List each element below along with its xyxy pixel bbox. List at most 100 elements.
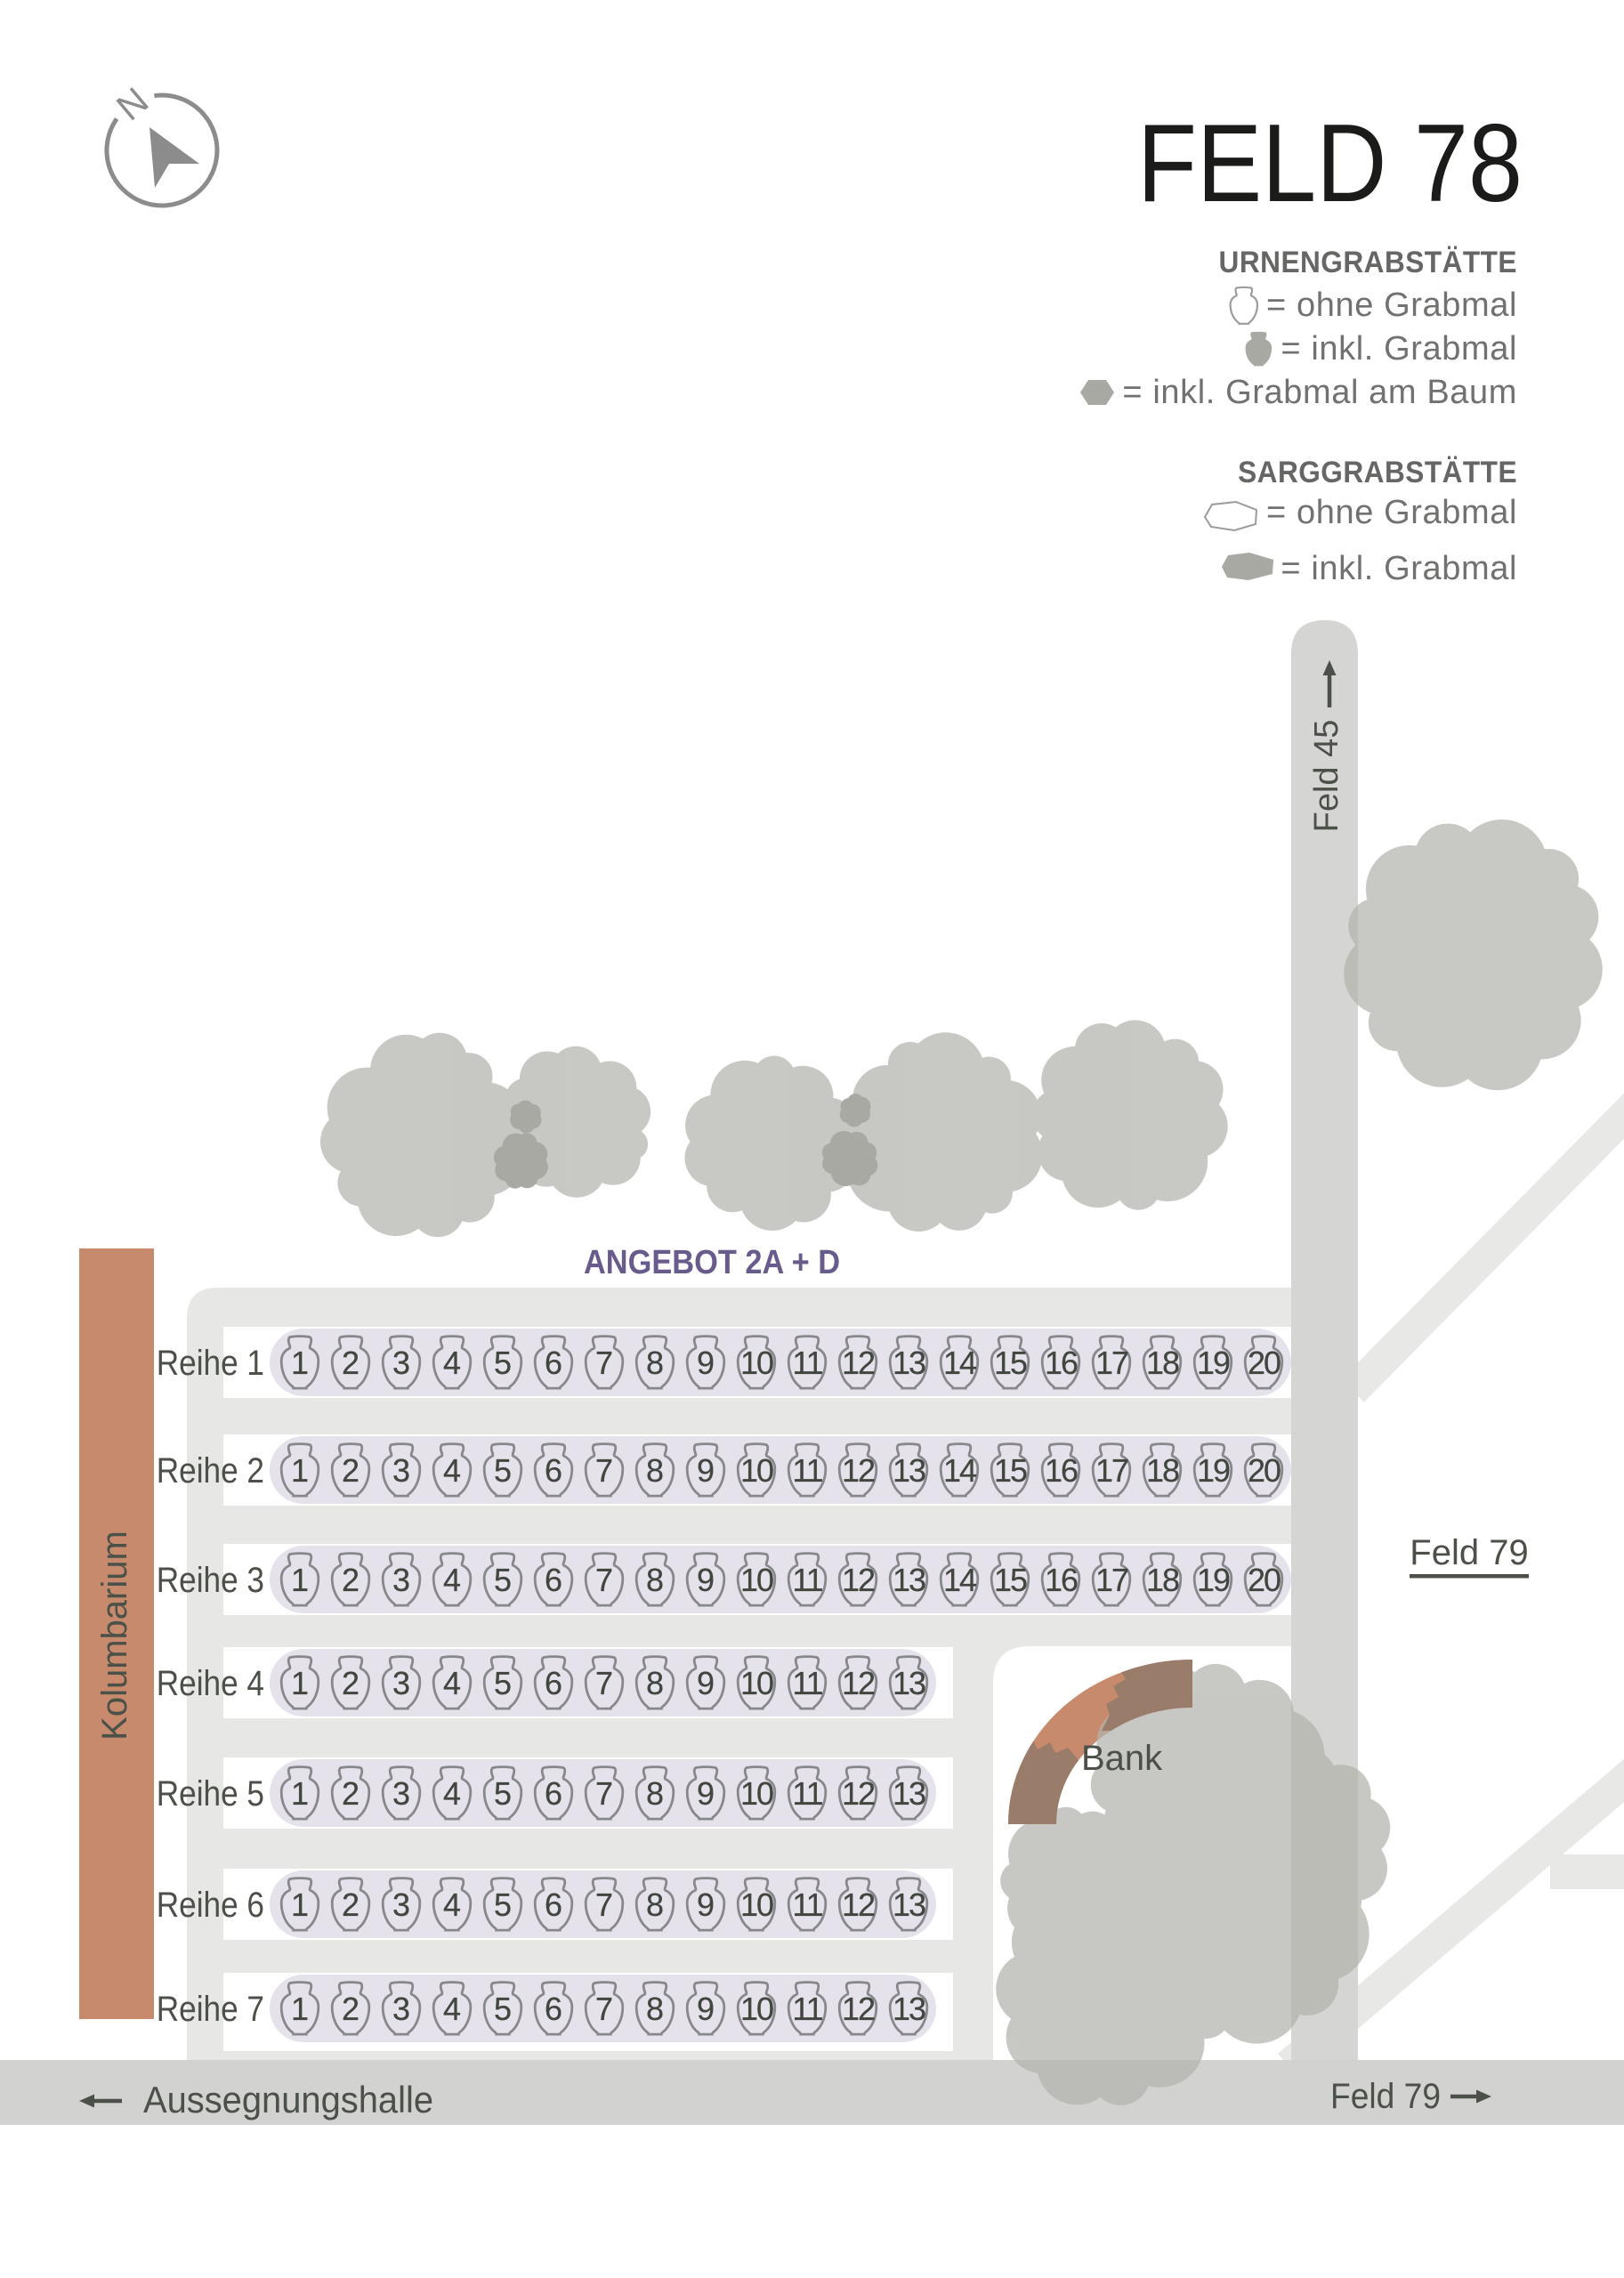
svg-text:7: 7 [595,1562,613,1598]
svg-text:5: 5 [494,1991,512,2027]
svg-text:10: 10 [740,1775,773,1812]
svg-text:8: 8 [646,1452,664,1489]
svg-text:20: 20 [1248,1562,1281,1598]
svg-text:1: 1 [291,1345,309,1381]
svg-text:4: 4 [443,1562,461,1598]
svg-text:10: 10 [740,1886,773,1923]
svg-text:6: 6 [545,1991,562,2027]
svg-text:18: 18 [1146,1345,1179,1381]
svg-text:11: 11 [792,1562,822,1598]
svg-text:= ohne Grabmal: = ohne Grabmal [1266,494,1517,531]
svg-text:16: 16 [1045,1562,1078,1598]
svg-text:2: 2 [342,1562,360,1598]
svg-text:10: 10 [740,1452,773,1489]
svg-text:1: 1 [291,1886,309,1923]
svg-text:4: 4 [443,1345,461,1381]
svg-text:7: 7 [595,1775,613,1812]
svg-text:19: 19 [1197,1452,1230,1489]
svg-text:11: 11 [792,1452,822,1489]
svg-text:10: 10 [740,1991,773,2027]
svg-text:3: 3 [392,1991,410,2027]
svg-text:6: 6 [545,1562,562,1598]
svg-text:1: 1 [291,1452,309,1489]
svg-text:20: 20 [1248,1345,1281,1381]
svg-text:= inkl. Grabmal: = inkl. Grabmal [1281,550,1517,587]
svg-text:12: 12 [842,1345,875,1381]
svg-text:4: 4 [443,1775,461,1812]
svg-text:5: 5 [494,1562,512,1598]
svg-text:9: 9 [697,1775,715,1812]
svg-text:16: 16 [1045,1452,1078,1489]
svg-text:9: 9 [697,1345,715,1381]
svg-text:20: 20 [1248,1452,1281,1489]
svg-text:Feld 45: Feld 45 [1308,720,1345,833]
svg-text:12: 12 [842,1775,875,1812]
svg-text:2: 2 [342,1345,360,1381]
svg-text:1: 1 [291,1562,309,1598]
svg-text:19: 19 [1197,1345,1230,1381]
svg-text:3: 3 [392,1345,410,1381]
svg-text:SARGGRABSTÄTTE: SARGGRABSTÄTTE [1238,455,1517,489]
svg-text:6: 6 [545,1886,562,1923]
svg-text:5: 5 [494,1886,512,1923]
svg-text:Reihe 3: Reihe 3 [157,1560,264,1600]
svg-text:2: 2 [342,1452,360,1489]
svg-text:Reihe 2: Reihe 2 [157,1450,264,1490]
svg-text:15: 15 [994,1345,1027,1381]
svg-text:15: 15 [994,1562,1027,1598]
svg-text:Feld 79: Feld 79 [1410,1533,1528,1572]
svg-text:8: 8 [646,1991,664,2027]
svg-text:5: 5 [494,1452,512,1489]
svg-text:12: 12 [842,1886,875,1923]
svg-text:6: 6 [545,1345,562,1381]
svg-text:3: 3 [392,1665,410,1701]
svg-text:1: 1 [291,1775,309,1812]
svg-text:6: 6 [545,1452,562,1489]
svg-text:8: 8 [646,1665,664,1701]
svg-text:7: 7 [595,1665,613,1701]
svg-text:19: 19 [1197,1562,1230,1598]
svg-text:6: 6 [545,1775,562,1812]
svg-text:12: 12 [842,1562,875,1598]
svg-text:Reihe 6: Reihe 6 [157,1885,264,1925]
svg-text:13: 13 [893,1775,925,1812]
svg-text:2: 2 [342,1775,360,1812]
svg-text:13: 13 [893,1562,925,1598]
svg-text:2: 2 [342,1886,360,1923]
svg-text:3: 3 [392,1886,410,1923]
svg-text:18: 18 [1146,1452,1179,1489]
svg-text:10: 10 [740,1665,773,1701]
svg-text:4: 4 [443,1665,461,1701]
svg-text:14: 14 [943,1345,976,1381]
svg-text:13: 13 [893,1991,925,2027]
svg-text:3: 3 [392,1775,410,1812]
svg-text:2: 2 [342,1991,360,2027]
svg-text:13: 13 [893,1665,925,1701]
svg-text:8: 8 [646,1886,664,1923]
svg-text:2: 2 [342,1665,360,1701]
svg-text:4: 4 [443,1452,461,1489]
svg-text:11: 11 [792,1775,822,1812]
svg-text:Reihe 1: Reihe 1 [157,1343,264,1383]
svg-text:4: 4 [443,1991,461,2027]
svg-text:11: 11 [792,1886,822,1923]
svg-text:ANGEBOT 2A + D: ANGEBOT 2A + D [584,1242,840,1280]
svg-text:Reihe 7: Reihe 7 [157,1989,264,2029]
svg-text:Aussegnungshalle: Aussegnungshalle [143,2079,433,2120]
svg-text:17: 17 [1095,1452,1128,1489]
svg-text:5: 5 [494,1665,512,1701]
svg-text:Kolumbarium: Kolumbarium [95,1531,134,1741]
svg-text:1: 1 [291,1991,309,2027]
svg-text:5: 5 [494,1775,512,1812]
svg-text:13: 13 [893,1345,925,1381]
svg-text:18: 18 [1146,1562,1179,1598]
svg-text:6: 6 [545,1665,562,1701]
svg-text:FELD 78: FELD 78 [1137,101,1523,225]
svg-text:4: 4 [443,1886,461,1923]
svg-text:9: 9 [697,1886,715,1923]
svg-text:7: 7 [595,1452,613,1489]
svg-text:= ohne Grabmal: = ohne Grabmal [1266,287,1517,324]
svg-text:12: 12 [842,1991,875,2027]
svg-text:Reihe 5: Reihe 5 [157,1773,264,1814]
svg-text:17: 17 [1095,1562,1128,1598]
